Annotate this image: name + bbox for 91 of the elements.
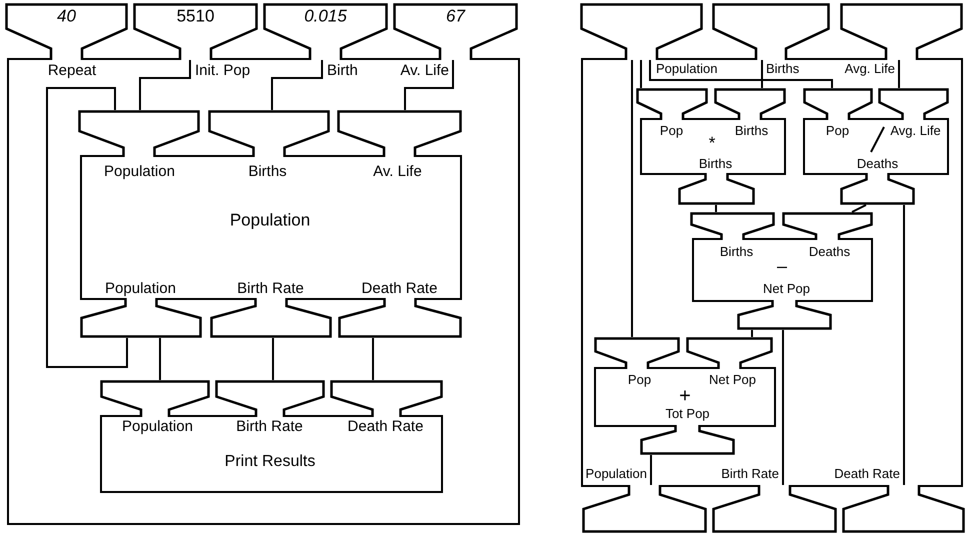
connector-line [631,60,633,337]
module-title: Population [230,212,310,230]
connector-line [898,60,900,88]
port-label: Population [122,418,193,435]
port-label: Population [104,163,175,180]
connector-line [159,338,161,380]
output-port [712,485,837,533]
port-label: Birth [327,62,358,80]
connector-line [46,87,128,368]
port-label: Births [698,156,732,171]
input-port [393,3,518,60]
input-port [636,88,708,120]
port-label: Av. Life [373,163,422,180]
port-label: Birth Rate [236,418,303,435]
port-value: 5510 [176,7,214,26]
port-label: Deaths [808,244,850,259]
port-label: Deaths [856,156,898,171]
port-label: Births [720,244,754,259]
input-port [263,3,388,60]
port-label: Population [656,62,718,76]
input-port [208,110,330,156]
output-port [640,424,734,454]
port-value: 0.015 [304,7,347,26]
port-label: Avg. Life [844,62,895,76]
output-port [736,300,832,330]
connector-line [271,60,323,110]
port-label: Birth Rate [237,280,304,297]
input-port [5,3,128,60]
input-port [100,380,210,416]
port-label: Net Pop [709,372,756,387]
port-label: Births [734,123,768,138]
input-port [802,88,872,120]
port-label: Pop [628,372,652,387]
frame-box [7,58,520,525]
output-port [678,172,754,204]
input-port [690,212,774,240]
port-label: Death Rate [362,280,438,297]
port-label: Repeat [48,62,96,80]
input-port [214,380,324,416]
port-label: Pop [660,123,684,138]
operator-symbol: * [708,134,716,154]
input-port [336,110,462,156]
port-label: Pop [826,123,850,138]
input-port [782,212,872,240]
output-port [80,298,202,338]
input-port [133,3,258,60]
input-port [686,336,772,368]
port-label: Births [248,163,287,180]
connector-line [903,205,905,485]
port-value: 40 [57,7,76,26]
port-label: Population [586,466,647,482]
port-label: Population [105,280,176,297]
port-label: Births [766,62,800,76]
connector-line [139,60,191,110]
input-port [840,3,963,60]
operator-symbol: – [777,257,787,277]
input-port [78,110,200,156]
connector-line [852,204,866,213]
connector-line [272,338,274,380]
input-port [580,3,703,60]
port-label: Init. Pop [195,62,250,80]
operator-symbol: + [679,385,691,407]
connector-line [751,330,753,337]
output-port [840,172,914,204]
connector-line [650,455,652,485]
module-title: Print Results [224,453,316,471]
connector-line [372,338,374,380]
output-port [582,485,707,533]
input-port [878,88,948,120]
input-port [714,88,786,120]
connector-line [715,205,717,212]
port-label: Av. Life [400,62,449,80]
connector-line [649,60,833,88]
port-label: Death Rate [348,418,424,435]
connector-line [782,330,784,485]
port-label: Net Pop [763,281,810,296]
input-port [594,336,680,368]
connector-line [404,60,454,110]
frame-box [581,58,963,487]
connector-line [640,60,642,88]
port-value: 67 [446,7,465,26]
port-label: Birth Rate [721,466,779,482]
port-label: Death Rate [834,466,900,482]
output-port [842,485,965,533]
output-port [338,298,462,338]
input-port [712,3,830,60]
input-port [330,380,442,416]
output-port [210,298,332,338]
port-label: Avg. Life [890,123,941,138]
port-label: Tot Pop [665,406,710,421]
connector-line [761,60,763,88]
